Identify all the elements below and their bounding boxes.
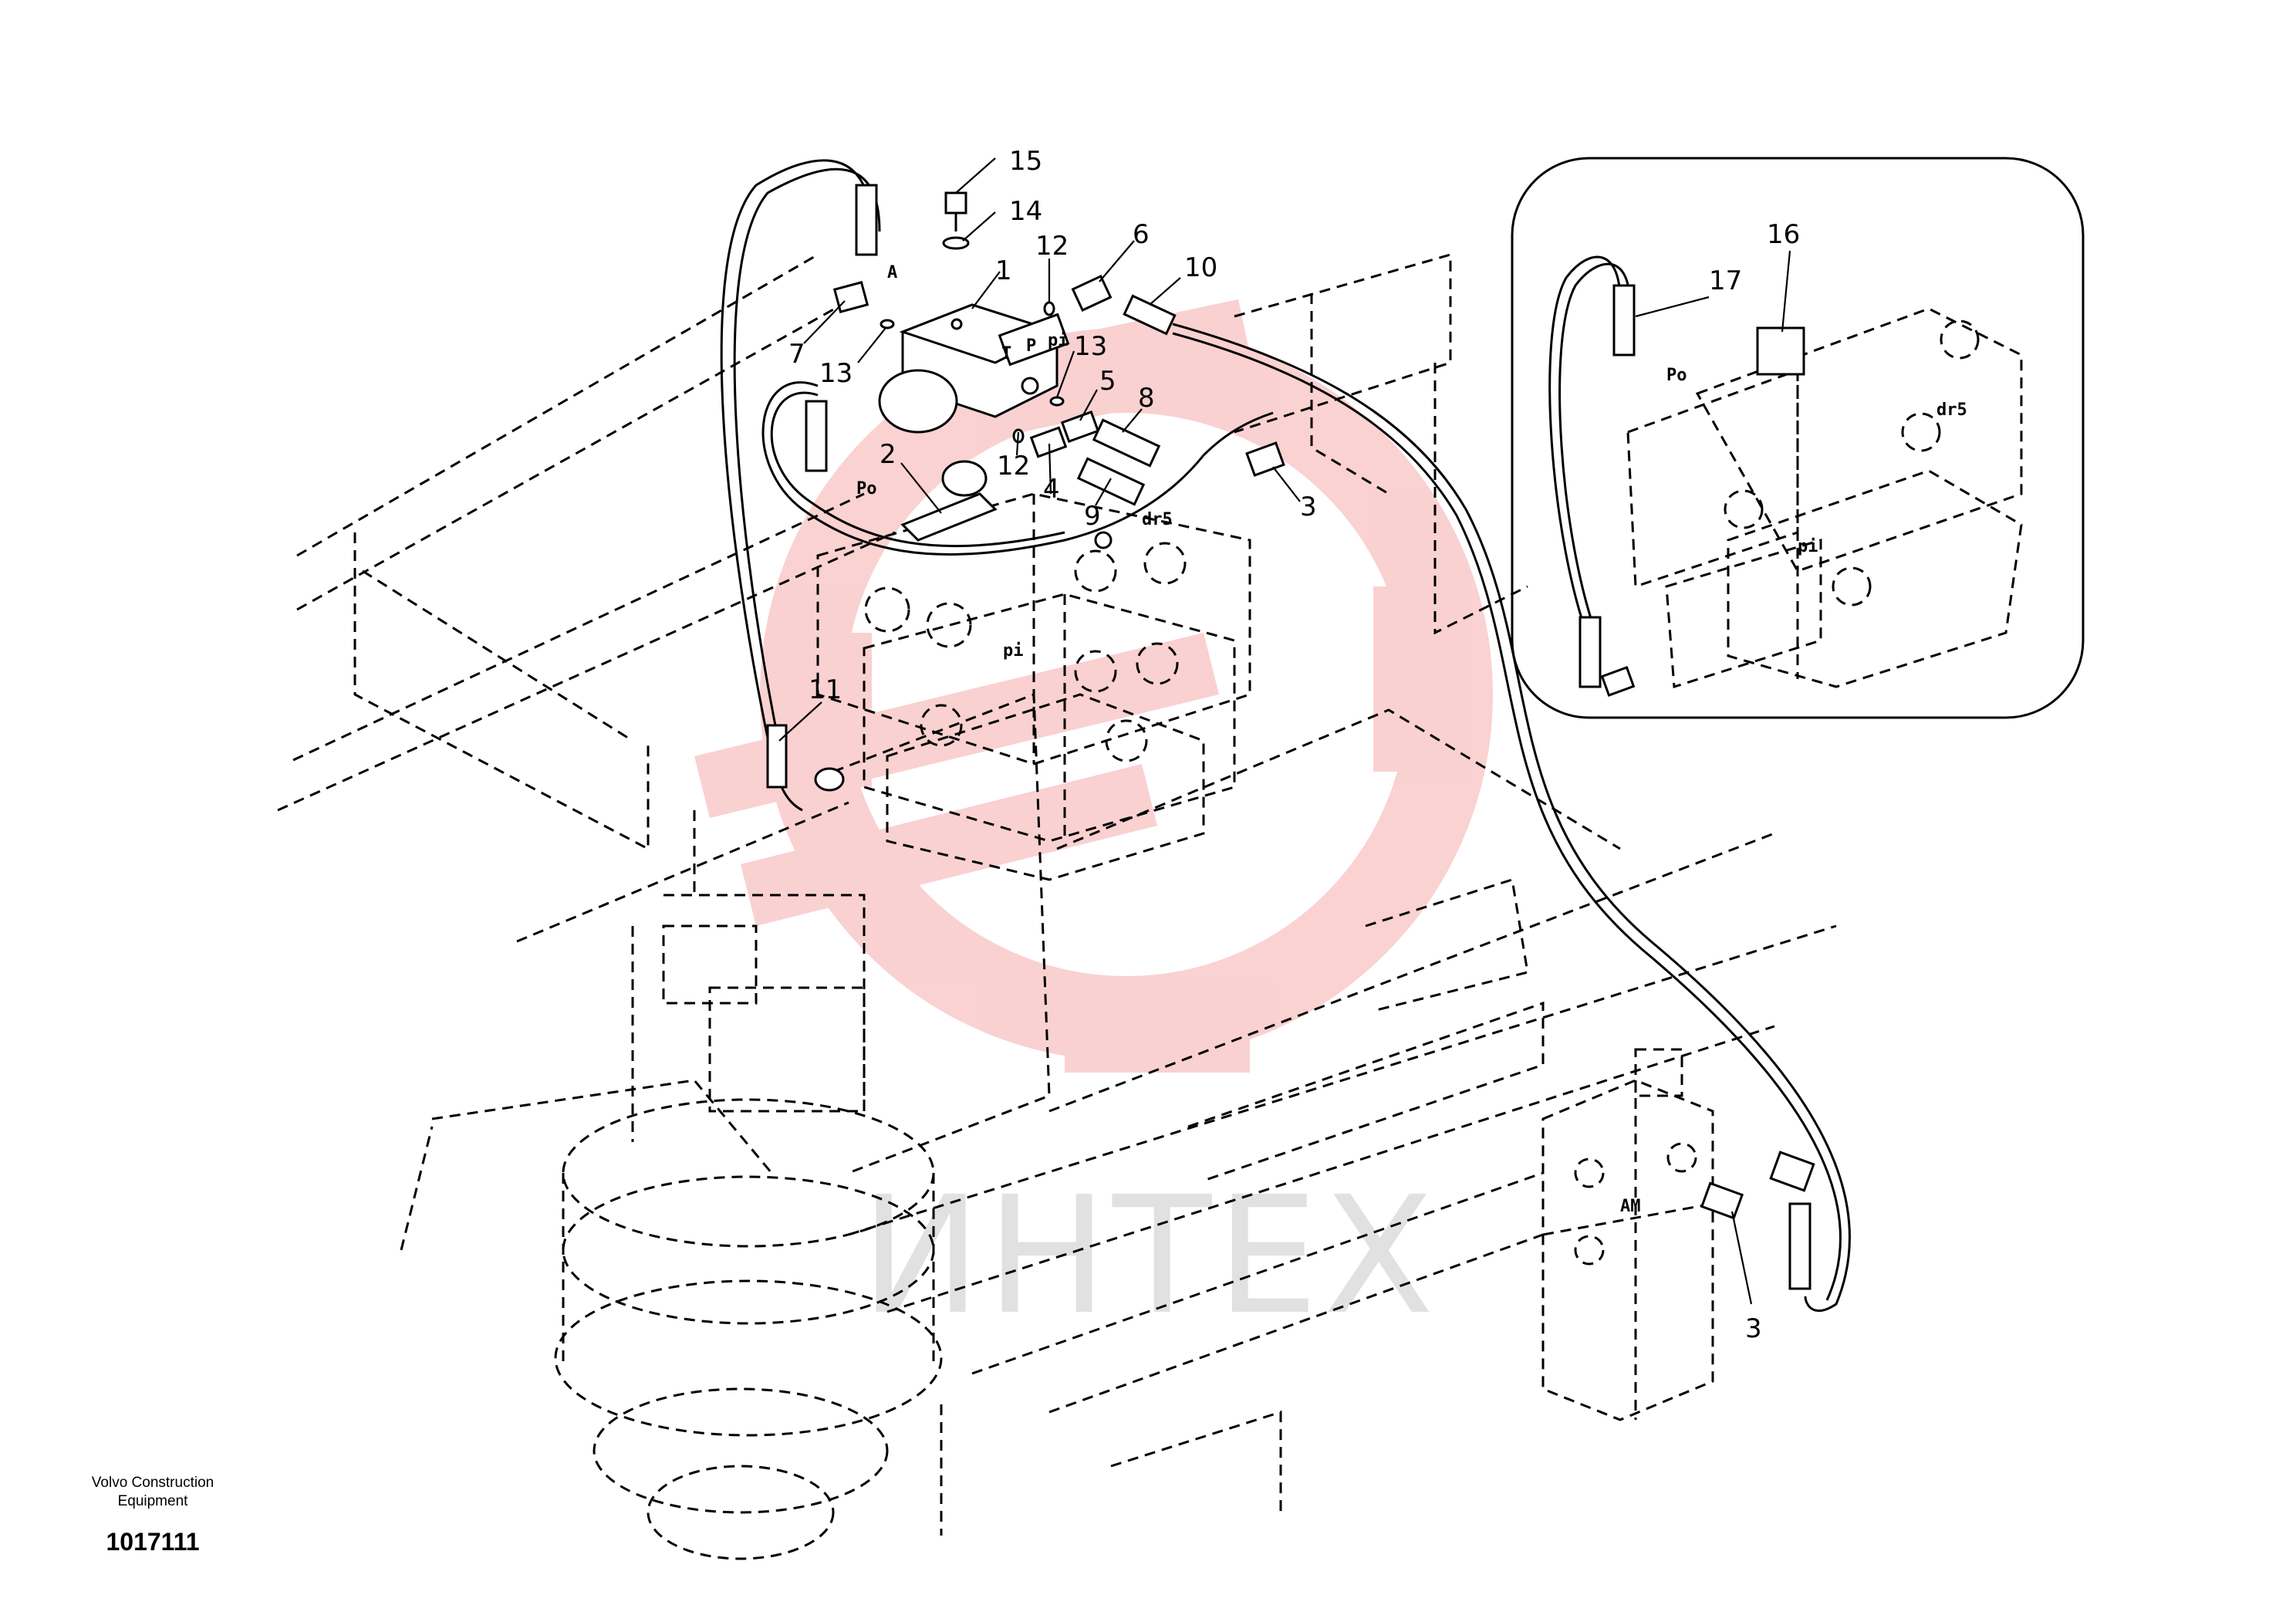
main-port-dr5: dr5 xyxy=(1142,510,1173,529)
manufacturer-name: Volvo Construction Equipment xyxy=(37,1474,268,1511)
callout-9: 9 xyxy=(1084,501,1101,532)
callout-16: 16 xyxy=(1767,219,1800,250)
main-control-valve xyxy=(816,492,1251,881)
shuttle-valve-block xyxy=(878,303,1070,434)
callout-6: 6 xyxy=(1133,219,1150,250)
callout-8: 8 xyxy=(1138,383,1155,414)
callout-7: 7 xyxy=(788,339,805,370)
port-label-p: P xyxy=(1026,336,1036,356)
callout-13b: 13 xyxy=(1074,331,1107,362)
port-label-t: T xyxy=(1001,344,1011,363)
inset-port-po: Po xyxy=(1666,366,1687,385)
callout-13a: 13 xyxy=(819,358,853,389)
callout-12a: 12 xyxy=(1035,231,1069,262)
manufacturer-line-1: Volvo Construction xyxy=(91,1475,214,1491)
callout-15: 15 xyxy=(1009,146,1042,177)
fittings xyxy=(832,191,1285,549)
port-label-pi: pi xyxy=(1048,331,1069,350)
port-label-am: AM xyxy=(1620,1197,1641,1216)
frame-structure-lines xyxy=(277,253,1837,1536)
drawing-number: 1017111 xyxy=(106,1528,200,1556)
main-port-pi: pi xyxy=(1003,641,1024,661)
callout-2: 2 xyxy=(880,439,896,470)
manufacturer-line-2: Equipment xyxy=(117,1493,188,1509)
leader-lines xyxy=(778,157,1791,1305)
inset-port-pi: pi xyxy=(1798,537,1818,556)
callout-1: 1 xyxy=(995,255,1012,286)
callout-5: 5 xyxy=(1099,366,1116,397)
watermark-text: ИНТЕХ xyxy=(860,1161,1439,1350)
main-port-po: Po xyxy=(856,479,877,498)
callout-3a: 3 xyxy=(1300,492,1317,522)
drawing-footer: Volvo Construction Equipment 1017111 xyxy=(37,1474,268,1556)
callout-3b: 3 xyxy=(1745,1313,1762,1344)
inset-detail xyxy=(1511,157,2085,719)
callout-11: 11 xyxy=(809,674,842,705)
callout-12b: 12 xyxy=(997,451,1030,482)
callout-14: 14 xyxy=(1009,196,1042,227)
swing-motor xyxy=(554,894,943,1560)
port-label-a: A xyxy=(887,263,897,282)
callout-numbers: 15 14 12 1 6 10 7 13 13 5 8 2 12 4 9 3 1… xyxy=(788,146,1800,1344)
callout-4: 4 xyxy=(1043,474,1060,505)
inset-port-dr5: dr5 xyxy=(1936,400,1967,420)
callout-17: 17 xyxy=(1709,265,1742,296)
am-valve-block xyxy=(1541,1048,1714,1421)
callout-10: 10 xyxy=(1184,252,1217,283)
hoses xyxy=(720,159,1851,1313)
bolt-part xyxy=(944,191,967,215)
